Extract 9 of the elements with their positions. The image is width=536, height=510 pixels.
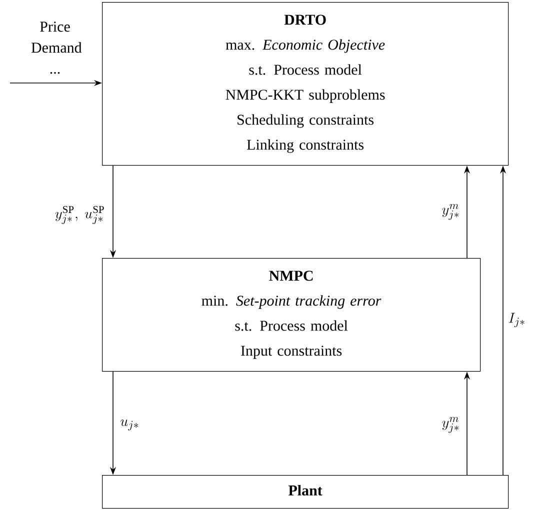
- edge-label: $I_{j*}$: [508, 312, 524, 328]
- edge-label: $u_{j*}$: [120, 420, 138, 430]
- plant-box: Plant: [102, 475, 509, 509]
- process-box: DRTO max. Economic Objective s.t. Process model NMPC-KKT subproblems Scheduling constraints Linking constraints: [102, 2, 509, 166]
- process-box: NMPC min. Set-point tracking error s.t. Process model Input constraints: [102, 258, 481, 372]
- edge-label: $y^{m}_{j*}$: [442, 417, 459, 433]
- edge-label: $y^{m}_{j*}$: [442, 204, 459, 220]
- edge-label: $y^{\mathrm{SP}}_{j*},\ u^{\mathrm{SP}}_{j*}$: [55, 206, 104, 224]
- edge-label: Price Demand ...: [31, 22, 82, 74]
